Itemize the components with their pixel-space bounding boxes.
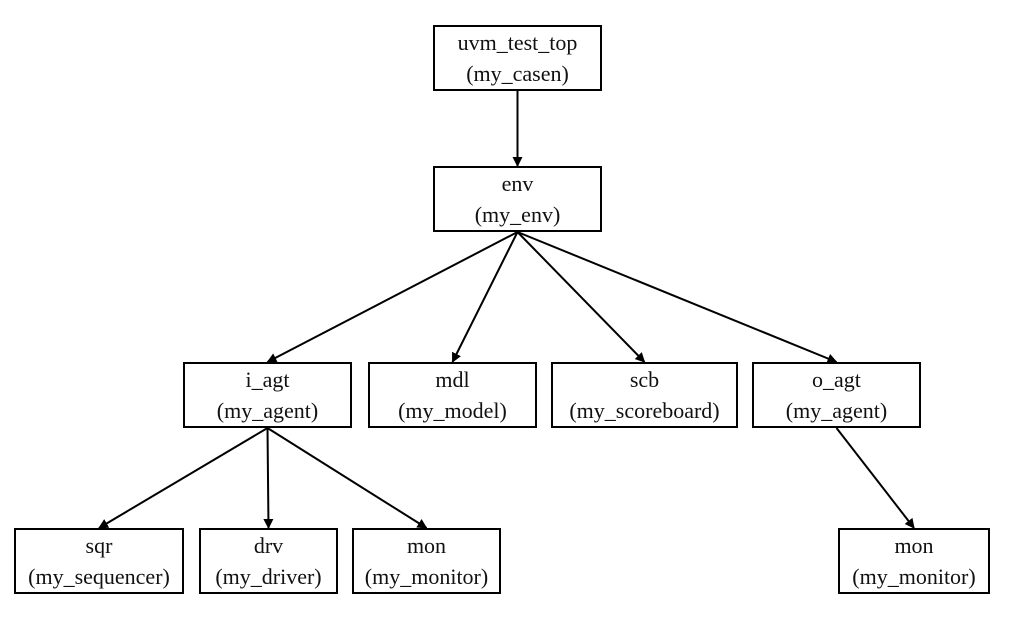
node-o-agt: o_agt (my_agent) [752,362,921,428]
node-type: (my_model) [398,398,507,423]
node-drv: drv (my_driver) [199,528,338,594]
node-name: scb [629,367,660,392]
node-type: (my_env) [474,202,561,227]
edge-i_agt-to-drv [263,427,274,529]
node-env: env (my_env) [433,166,602,232]
node-name: mon [894,533,934,558]
node-name: drv [253,533,284,558]
node-name: i_agt [245,367,290,392]
edge-env-to-o_agt [517,231,838,364]
node-name: o_agt [812,367,861,392]
node-type: (my_monitor) [852,564,976,589]
node-uvm-test-top: uvm_test_top (my_casen) [433,25,602,91]
node-type: (my_driver) [215,564,322,589]
node-mon-input: mon (my_monitor) [352,528,501,594]
node-name: uvm_test_top [457,30,578,55]
node-mon-output: mon (my_monitor) [838,528,990,594]
node-name: sqr [85,533,113,558]
node-sqr: sqr (my_sequencer) [14,528,184,594]
edge-env-to-i_agt [266,231,518,363]
node-mdl: mdl (my_model) [368,362,537,428]
edge-i_agt-to-mon_i [266,427,428,529]
node-type: (my_monitor) [364,564,489,589]
edge-i_agt-to-sqr [98,427,269,529]
node-type: (my_agent) [785,398,888,423]
node-name: mdl [435,367,470,392]
node-type: (my_sequencer) [28,564,170,589]
edge-env-to-mdl [451,231,519,363]
node-scb: scb (my_scoreboard) [551,362,738,428]
node-name: mon [406,533,447,558]
node-type: (my_agent) [216,398,319,423]
edge-env-to-scb [516,231,646,363]
node-type: (my_casen) [466,61,569,86]
node-type: (my_scoreboard) [569,398,720,423]
edge-o_agt-to-mon_o [835,427,915,529]
node-name: env [501,171,534,196]
node-i-agt: i_agt (my_agent) [183,362,352,428]
